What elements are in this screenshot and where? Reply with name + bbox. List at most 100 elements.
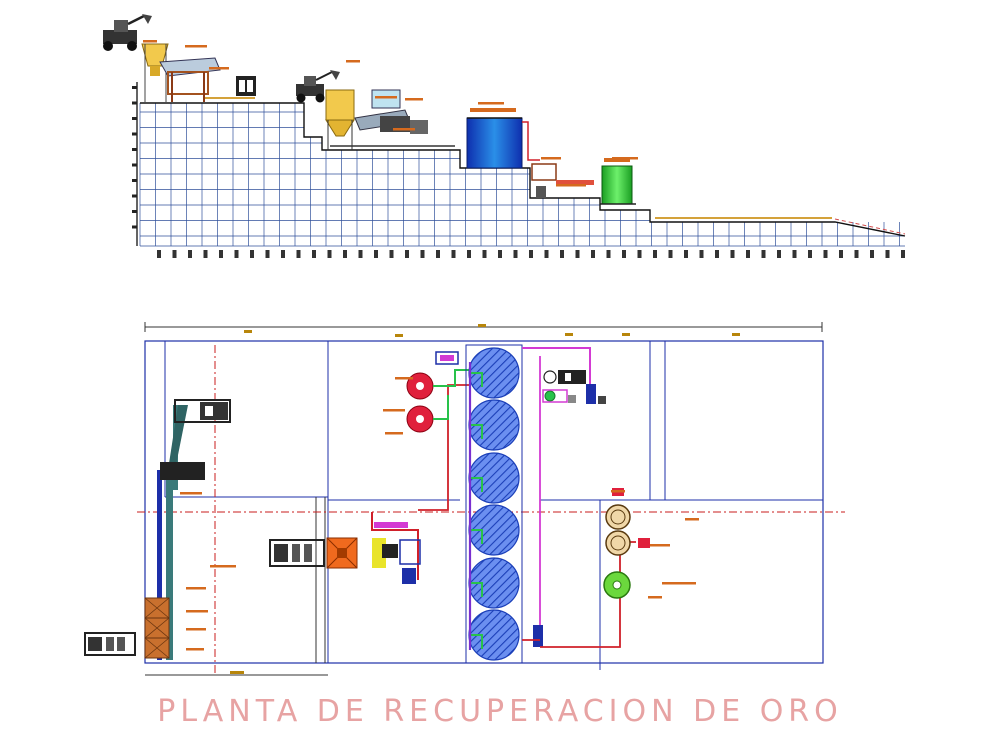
annotation-tag <box>209 67 229 70</box>
axis-tick <box>327 250 332 258</box>
axis-tick <box>172 250 177 258</box>
axis-tick <box>132 132 137 136</box>
launder-pipe <box>470 424 483 439</box>
axis-tick <box>513 250 518 258</box>
axis-tick <box>132 194 137 198</box>
axis-tick <box>265 250 270 258</box>
axis-tick <box>544 250 549 258</box>
axis-tick <box>560 250 564 258</box>
launder-pipe <box>470 582 483 597</box>
bottom-dimension <box>145 671 328 676</box>
annotation-tag <box>186 610 208 613</box>
axis-tick <box>839 250 843 258</box>
leach-tank-icon <box>600 158 636 205</box>
launder-pipe <box>470 634 483 649</box>
axis-tick <box>730 250 735 258</box>
annotation-tag <box>383 409 405 412</box>
crusher-icon <box>330 89 455 147</box>
dimension-mark <box>478 324 486 327</box>
elevation-grid <box>139 103 905 247</box>
axis-tick <box>575 250 580 258</box>
elevation-view <box>103 14 906 258</box>
launder-pipe <box>470 529 483 544</box>
elevation-bottom-ticks <box>157 250 905 258</box>
axis-tick <box>854 250 859 258</box>
dimension-marks <box>244 324 740 337</box>
pump-icon <box>531 163 594 198</box>
axis-tick <box>777 250 781 258</box>
launder-pipe <box>470 477 483 492</box>
axis-tick <box>132 117 137 120</box>
annotation-tag <box>185 45 207 48</box>
drawing-title: PLANTA DE RECUPERACION DE ORO <box>157 694 843 729</box>
axis-tick <box>606 250 611 258</box>
axis-tick <box>653 250 657 258</box>
axis-tick <box>234 250 239 258</box>
excavator-icon <box>103 14 152 51</box>
axis-tick <box>312 250 316 258</box>
annotation-tag <box>385 432 403 435</box>
axis-tick <box>132 225 137 229</box>
axis-tick <box>358 250 363 258</box>
dimension-mark <box>244 330 252 333</box>
annotation-tag <box>405 98 423 101</box>
axis-tick <box>467 250 471 258</box>
plan-view <box>84 322 845 676</box>
bin-stack <box>144 597 170 659</box>
annotation-tag <box>648 596 662 599</box>
annotation-tag <box>393 128 415 131</box>
axis-tick <box>622 250 626 258</box>
axis-tick <box>132 179 137 182</box>
dimension-mark <box>565 333 573 336</box>
axis-tick <box>529 250 533 258</box>
annotation-tag <box>556 184 586 187</box>
axis-tick <box>498 250 502 258</box>
leach-tank-icon <box>603 571 631 599</box>
hopper-icon <box>326 537 358 569</box>
annotation-tag <box>180 492 202 495</box>
axis-tick <box>374 250 378 258</box>
plan-annotations <box>180 377 699 651</box>
grinding-circuit <box>371 384 470 584</box>
loader-icon <box>296 70 340 103</box>
axis-tick <box>901 250 905 258</box>
axis-tick <box>637 250 642 258</box>
axis-tick <box>132 210 137 213</box>
axis-tick <box>808 250 812 258</box>
axis-tick <box>343 250 347 258</box>
axis-tick <box>132 148 137 151</box>
axis-tick <box>250 250 254 258</box>
annotation-tag <box>186 648 204 651</box>
agitator-icon <box>406 351 470 433</box>
elevation-annotations <box>143 40 638 187</box>
annotation-tag <box>662 582 696 585</box>
annotation-tag <box>346 60 360 63</box>
conveyor-icon <box>157 399 231 660</box>
annotation-tag <box>375 96 397 99</box>
axis-tick <box>715 250 719 258</box>
axis-tick <box>132 163 137 167</box>
axis-tick <box>203 250 208 258</box>
annotation-tag <box>143 40 157 43</box>
dimension-mark <box>395 334 403 337</box>
axis-tick <box>885 250 890 258</box>
annotation-tag <box>186 628 206 631</box>
axis-tick <box>188 250 192 258</box>
desorption-columns <box>605 488 650 556</box>
axis-tick <box>761 250 766 258</box>
axis-tick <box>436 250 440 258</box>
axis-tick <box>699 250 704 258</box>
axis-tick <box>684 250 688 258</box>
annotation-tag <box>611 490 625 493</box>
annotation-tag <box>650 544 670 547</box>
axis-tick <box>420 250 425 258</box>
annotation-tag <box>541 157 561 160</box>
axis-tick <box>746 250 750 258</box>
annotation-tag <box>395 377 413 380</box>
axis-tick <box>870 250 874 258</box>
pump-icon <box>542 370 606 404</box>
axis-tick <box>296 250 301 258</box>
annotation-tag <box>478 102 504 105</box>
leach-tank-train <box>465 344 591 664</box>
